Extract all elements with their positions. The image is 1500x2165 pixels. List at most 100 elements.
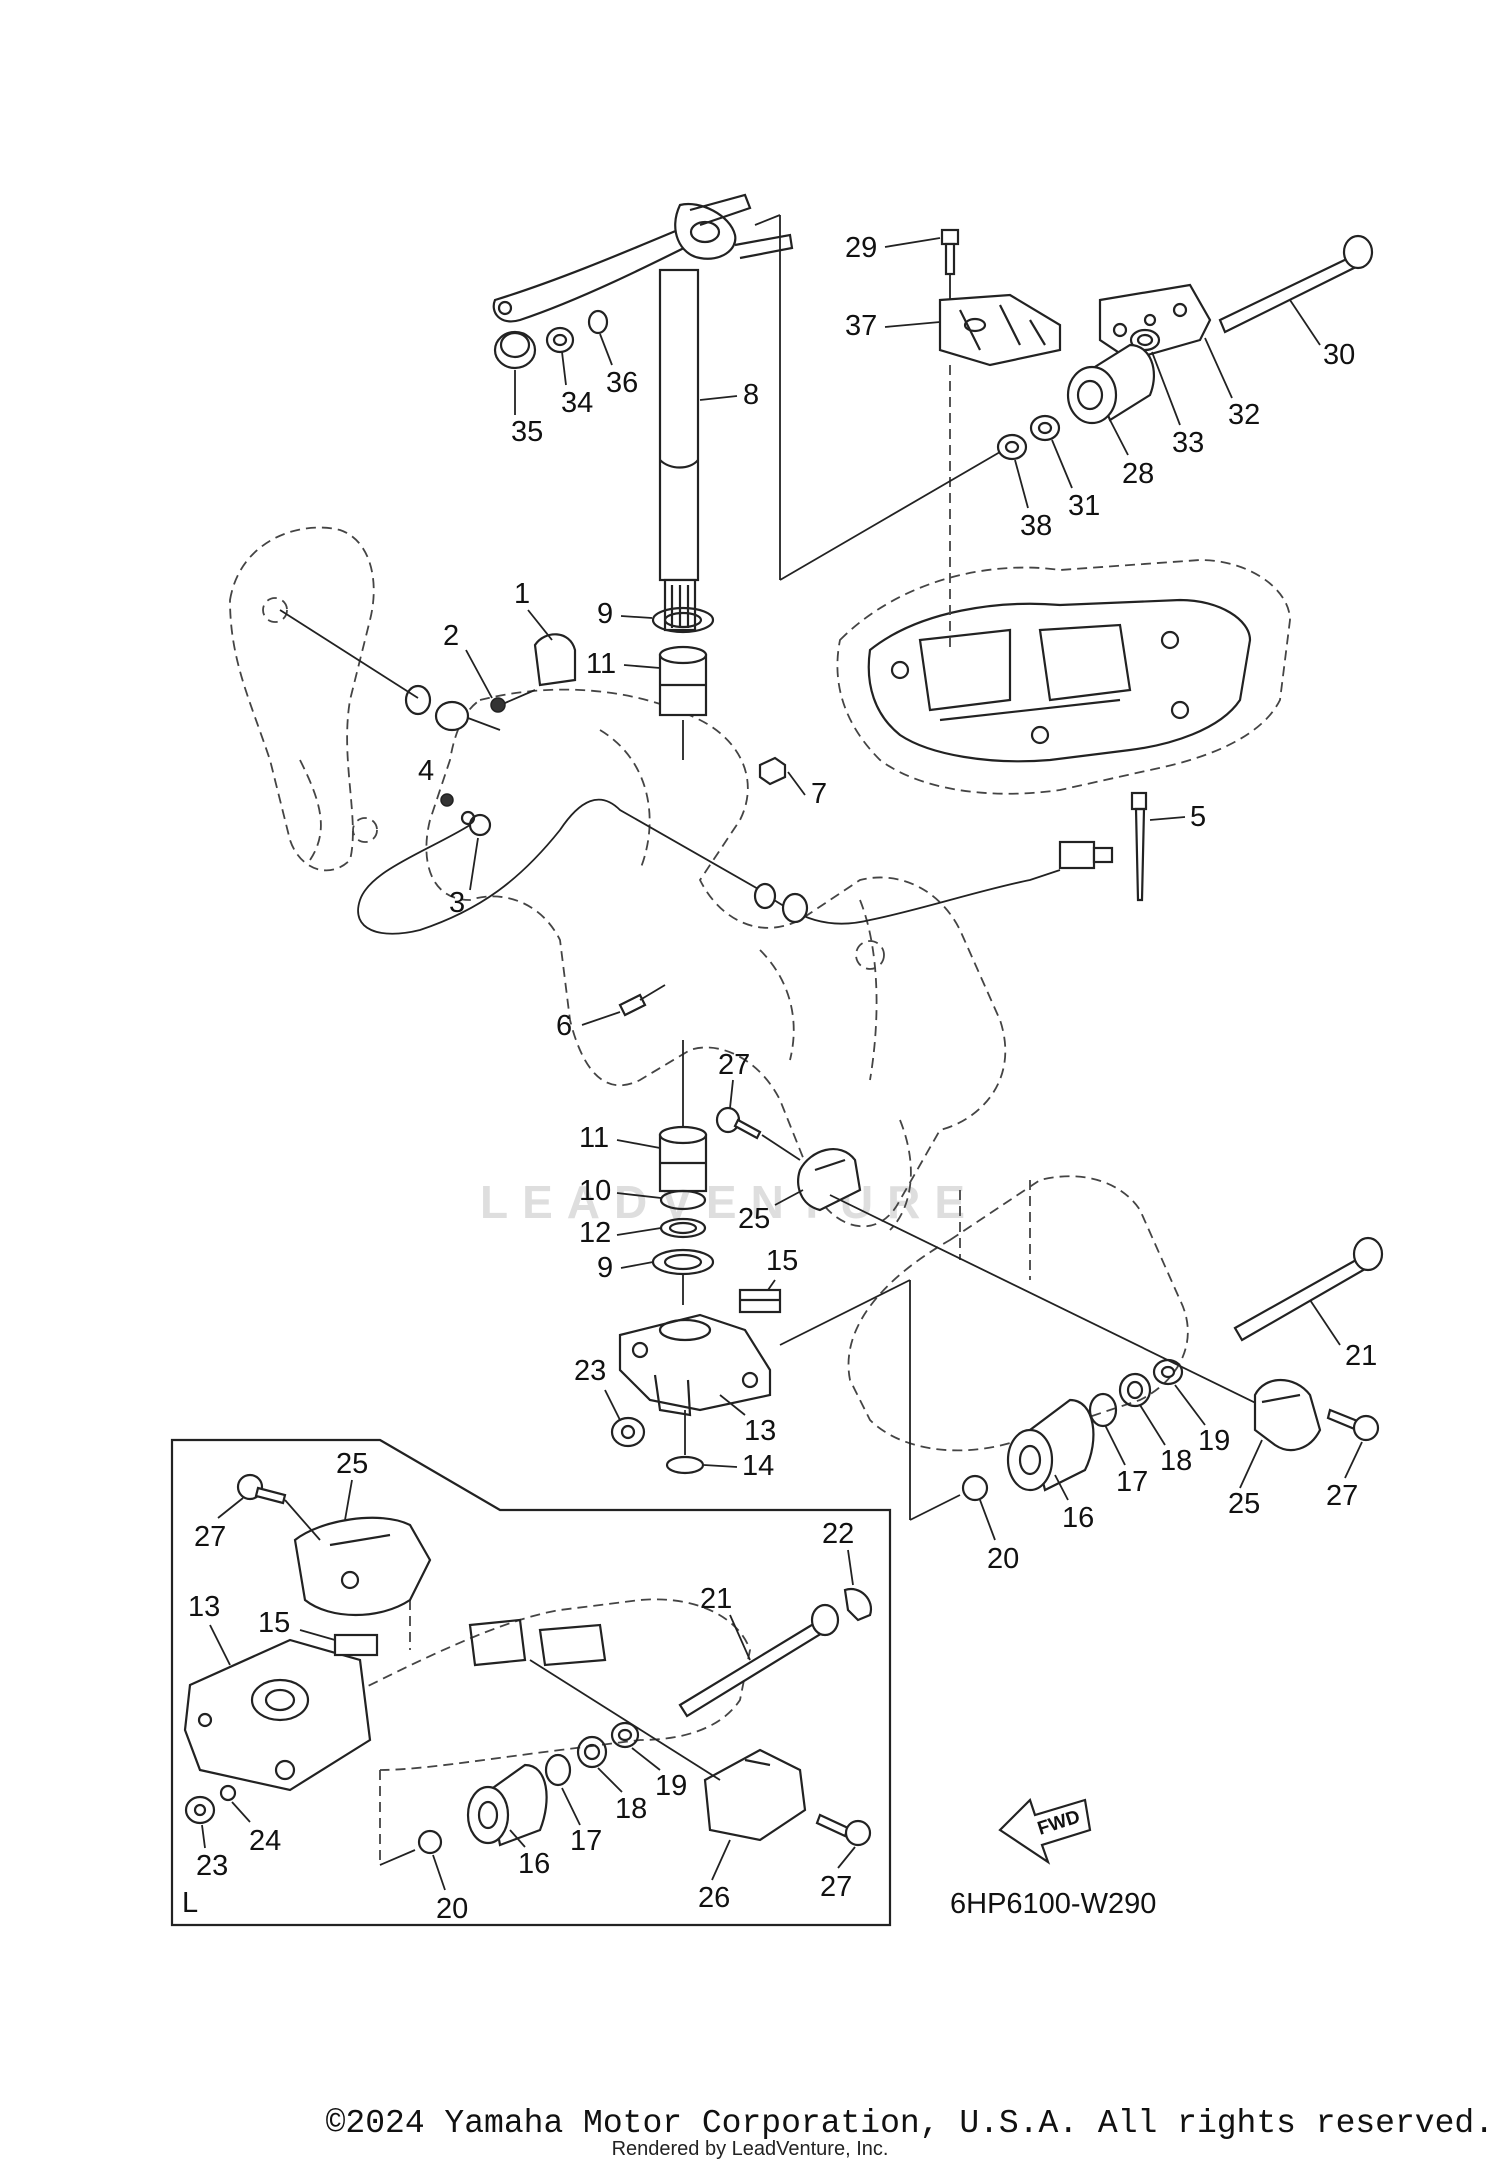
callout-33: 33 (1172, 427, 1204, 459)
callout-20: 20 (987, 1543, 1019, 1575)
upper-mount-housing-37 (938, 293, 1062, 367)
callout-37: 37 (845, 310, 877, 342)
inset-callout-13: 13 (188, 1591, 220, 1623)
nut-7 (758, 756, 787, 786)
stopper-15 (738, 1288, 782, 1314)
callout-18: 18 (1160, 1445, 1192, 1477)
bracket-cover-25-right (1253, 1379, 1322, 1452)
callout-10: 10 (579, 1175, 611, 1207)
callout-9-upper: 9 (597, 598, 613, 630)
inset-callout-18: 18 (615, 1793, 647, 1825)
callout-38: 38 (1020, 510, 1052, 542)
bushing-left (404, 684, 470, 732)
callout-14: 14 (742, 1450, 774, 1482)
callout-13: 13 (744, 1415, 776, 1447)
inset-bolt-27-bottom (815, 1813, 872, 1847)
inset-stopper-15 (333, 1633, 379, 1657)
inset-bracket-cover-26 (703, 1748, 807, 1842)
bushing-11-lower (658, 1125, 708, 1193)
fwd-arrow-icon: FWD (998, 1797, 1092, 1865)
washer-31 (1029, 414, 1061, 442)
inset-callout-23: 23 (196, 1850, 228, 1882)
bolt-30 (1218, 234, 1374, 334)
connector (1058, 840, 1114, 870)
inset-callout-19: 19 (655, 1770, 687, 1802)
cable-tie-5 (1130, 791, 1148, 902)
inset-callout-26: 26 (698, 1882, 730, 1914)
inset-callout-21: 21 (700, 1583, 732, 1615)
washer-9-upper (651, 606, 715, 634)
inset-callout-20: 20 (436, 1893, 468, 1925)
inset-label: L (182, 1887, 198, 1919)
clamp-1 (533, 633, 577, 687)
inset-callout-15: 15 (258, 1607, 290, 1639)
callout-19: 19 (1198, 1425, 1230, 1457)
callout-5: 5 (1190, 801, 1206, 833)
copyright-notice: ©2024 Yamaha Motor Corporation, U.S.A. A… (325, 2105, 1494, 2142)
washer-36 (587, 309, 609, 335)
lower-mount-bracket-13 (618, 1313, 772, 1417)
callout-25-middle: 25 (738, 1203, 770, 1235)
o-ring-10 (659, 1189, 707, 1211)
callout-7: 7 (811, 778, 827, 810)
cap-35 (493, 330, 537, 370)
inset-washer-19 (610, 1721, 640, 1749)
callout-34: 34 (561, 387, 593, 419)
callout-29: 29 (845, 232, 877, 264)
washer-18 (1118, 1372, 1152, 1408)
inset-callout-27-top: 27 (194, 1521, 226, 1553)
callout-30: 30 (1323, 339, 1355, 371)
mount-plate-32 (1098, 283, 1212, 362)
swivel-bracket-outline (425, 688, 1007, 1228)
bolt-29 (940, 228, 960, 276)
clip-3 (460, 810, 492, 837)
inset-callout-16: 16 (518, 1848, 550, 1880)
washer-17 (1088, 1392, 1118, 1428)
inset-bolt-21 (678, 1603, 840, 1718)
callout-9-lower: 9 (597, 1252, 613, 1284)
inset-callout-25: 25 (336, 1448, 368, 1480)
bracket-cover-25-middle (797, 1148, 862, 1212)
nut-23 (610, 1416, 646, 1448)
screw-6 (618, 984, 666, 1017)
callout-23: 23 (574, 1355, 606, 1387)
callout-31: 31 (1068, 490, 1100, 522)
inset-callout-27-bottom: 27 (820, 1871, 852, 1903)
circlip-14 (665, 1455, 705, 1475)
grommet (753, 882, 809, 924)
callout-3: 3 (449, 887, 465, 919)
collar-38 (996, 433, 1028, 461)
callout-27-right: 27 (1326, 1480, 1358, 1512)
callout-28: 28 (1122, 458, 1154, 490)
bolt-27-middle (715, 1106, 762, 1140)
callout-32: 32 (1228, 399, 1260, 431)
inset-callout-17: 17 (570, 1825, 602, 1857)
rubber-mount-28 (1066, 343, 1155, 425)
washer-19 (1152, 1358, 1184, 1386)
steering-shaft (658, 268, 700, 632)
upper-casing-outline (836, 559, 1291, 795)
inset-washer-17 (544, 1753, 572, 1787)
callout-16: 16 (1062, 1502, 1094, 1534)
callout-36: 36 (606, 367, 638, 399)
callout-2: 2 (443, 620, 459, 652)
washer-12 (659, 1217, 707, 1239)
steering-arm (492, 193, 794, 323)
inset-nut-23 (184, 1795, 216, 1825)
callout-27-middle: 27 (718, 1049, 750, 1081)
callout-1: 1 (514, 578, 530, 610)
inset-collar-20 (417, 1829, 443, 1855)
rubber-mount-16 (1006, 1398, 1095, 1492)
inset-frame (170, 1438, 892, 1927)
nut-34 (545, 326, 575, 354)
inset-washer-24 (219, 1784, 237, 1802)
inset-callout-24: 24 (249, 1825, 281, 1857)
callout-4: 4 (418, 755, 434, 787)
callout-25-right: 25 (1228, 1488, 1260, 1520)
inset-bracket-cover-25 (293, 1516, 432, 1616)
callout-15: 15 (766, 1245, 798, 1277)
clamp-bracket-outline (229, 526, 375, 872)
bolt-27-right (1326, 1408, 1380, 1442)
callout-6: 6 (556, 1010, 572, 1042)
rendered-by-text: Rendered by LeadVenture, Inc. (611, 2138, 889, 2160)
